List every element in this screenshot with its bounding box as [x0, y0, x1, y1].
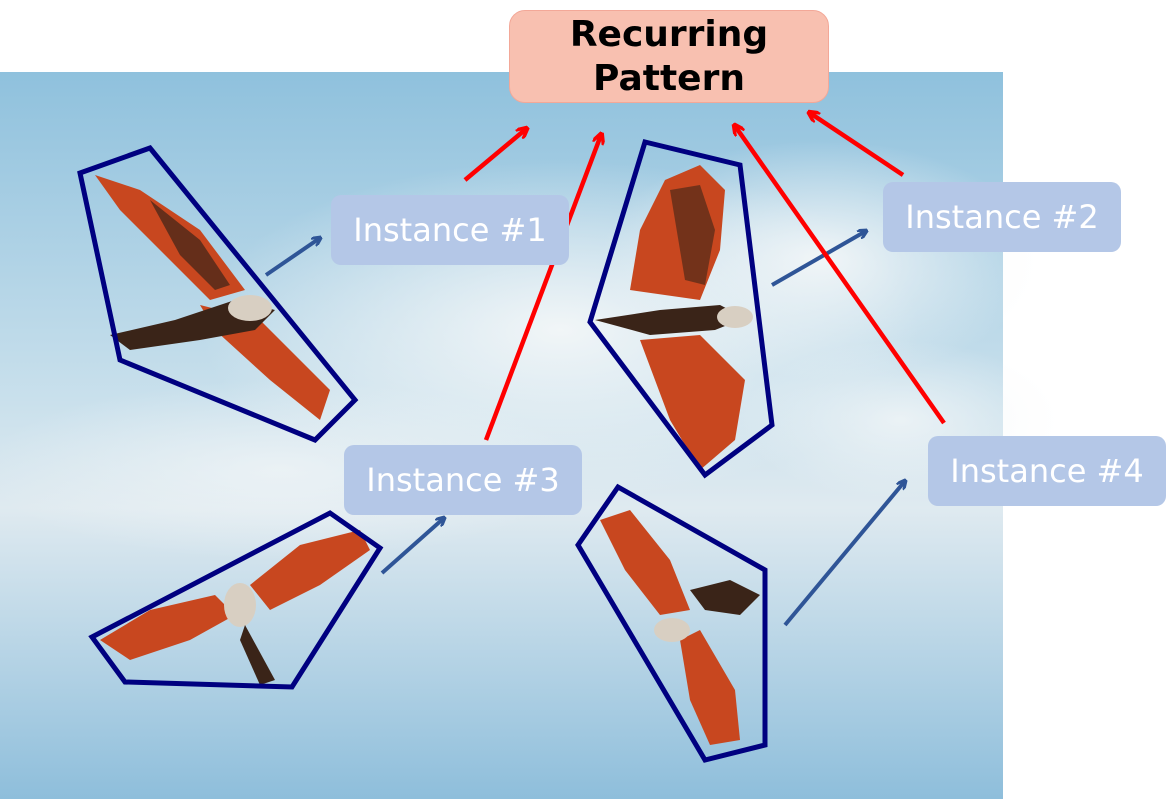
blue-arrow-4: [783, 481, 905, 627]
recurring-pattern-line-1: Recurring: [569, 13, 769, 55]
instance-label-1: Instance #1: [331, 195, 569, 265]
bird-2: [595, 165, 753, 470]
bird-4: [600, 510, 760, 745]
recurring-pattern-line-2: Pattern: [593, 57, 745, 99]
red-arrow-3: [483, 135, 601, 441]
polygon-instance-4: [575, 483, 768, 763]
red-arrow-1: [463, 129, 526, 182]
blue-arrow-1: [264, 238, 320, 277]
polygon-instance-3: [88, 510, 384, 690]
bird-1: [95, 175, 330, 420]
blue-arrow-2: [771, 231, 866, 287]
polygon-instance-2: [587, 139, 775, 479]
instance-label-2: Instance #2: [883, 182, 1121, 252]
red-arrow-4: [735, 126, 946, 425]
red-arrow-2: [810, 113, 905, 177]
instance-label-3: Instance #3: [344, 445, 582, 515]
recurring-pattern-box: Recurring Pattern: [509, 10, 829, 103]
instance-label-4: Instance #4: [928, 436, 1166, 506]
polygon-instance-1: [77, 145, 359, 443]
bird-3: [100, 530, 370, 685]
blue-arrow-3: [380, 518, 444, 575]
